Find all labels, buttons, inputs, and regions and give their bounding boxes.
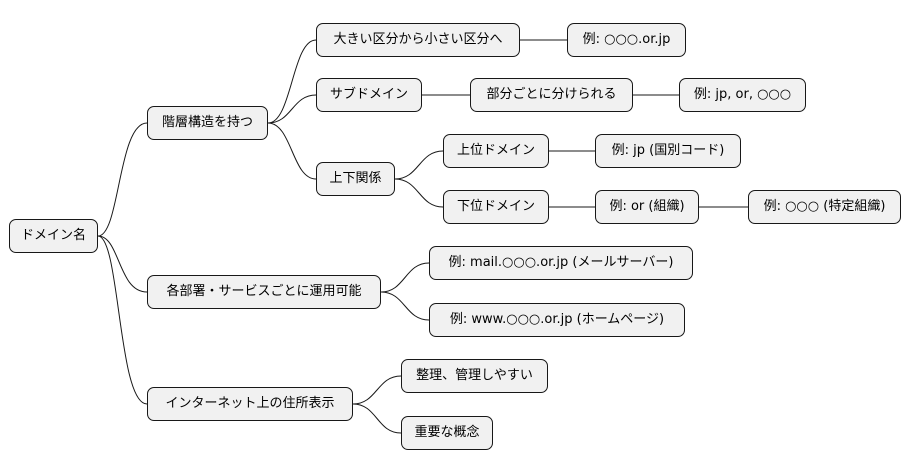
connector (380, 262, 430, 293)
lower-domain-node: 下位ドメイン (443, 190, 549, 224)
hierarchy-node: 階層構造を持つ (147, 106, 268, 140)
connector (97, 235, 148, 293)
connector (267, 94, 317, 124)
manage-node: 整理、管理しやすい (401, 359, 548, 393)
per-dept-node: 各部署・サービスごとに運用可能 (147, 275, 381, 309)
connector (394, 150, 444, 180)
lower-domain-example-node: 例: or (組織) (595, 190, 699, 224)
upper-domain-example-node: 例: jp (国別コード) (595, 134, 741, 168)
large-to-small-example-node: 例: ○○○.or.jp (567, 23, 686, 57)
connector (352, 375, 402, 405)
concept-node: 重要な概念 (401, 416, 493, 450)
root-node: ドメイン名 (9, 219, 98, 253)
upper-domain-node: 上位ドメイン (443, 134, 549, 168)
connector (267, 122, 317, 180)
lower-domain-example2-node: 例: ○○○ (特定組織) (748, 190, 901, 224)
connector (97, 122, 148, 237)
connector (267, 39, 317, 124)
address-node: インターネット上の住所表示 (147, 387, 353, 421)
subdomain-example-node: 例: jp, or, ○○○ (679, 78, 806, 112)
connector (394, 178, 444, 208)
connector (97, 235, 148, 405)
connector (380, 291, 430, 321)
relation-node: 上下関係 (316, 162, 395, 196)
mail-example-node: 例: mail.○○○.or.jp (メールサーバー) (429, 246, 693, 280)
connector (352, 403, 402, 434)
large-to-small-node: 大きい区分から小さい区分へ (316, 23, 520, 57)
subdomain-split-node: 部分ごとに分けられる (470, 78, 633, 112)
subdomain-node: サブドメイン (316, 78, 422, 112)
www-example-node: 例: www.○○○.or.jp (ホームページ) (429, 303, 685, 337)
